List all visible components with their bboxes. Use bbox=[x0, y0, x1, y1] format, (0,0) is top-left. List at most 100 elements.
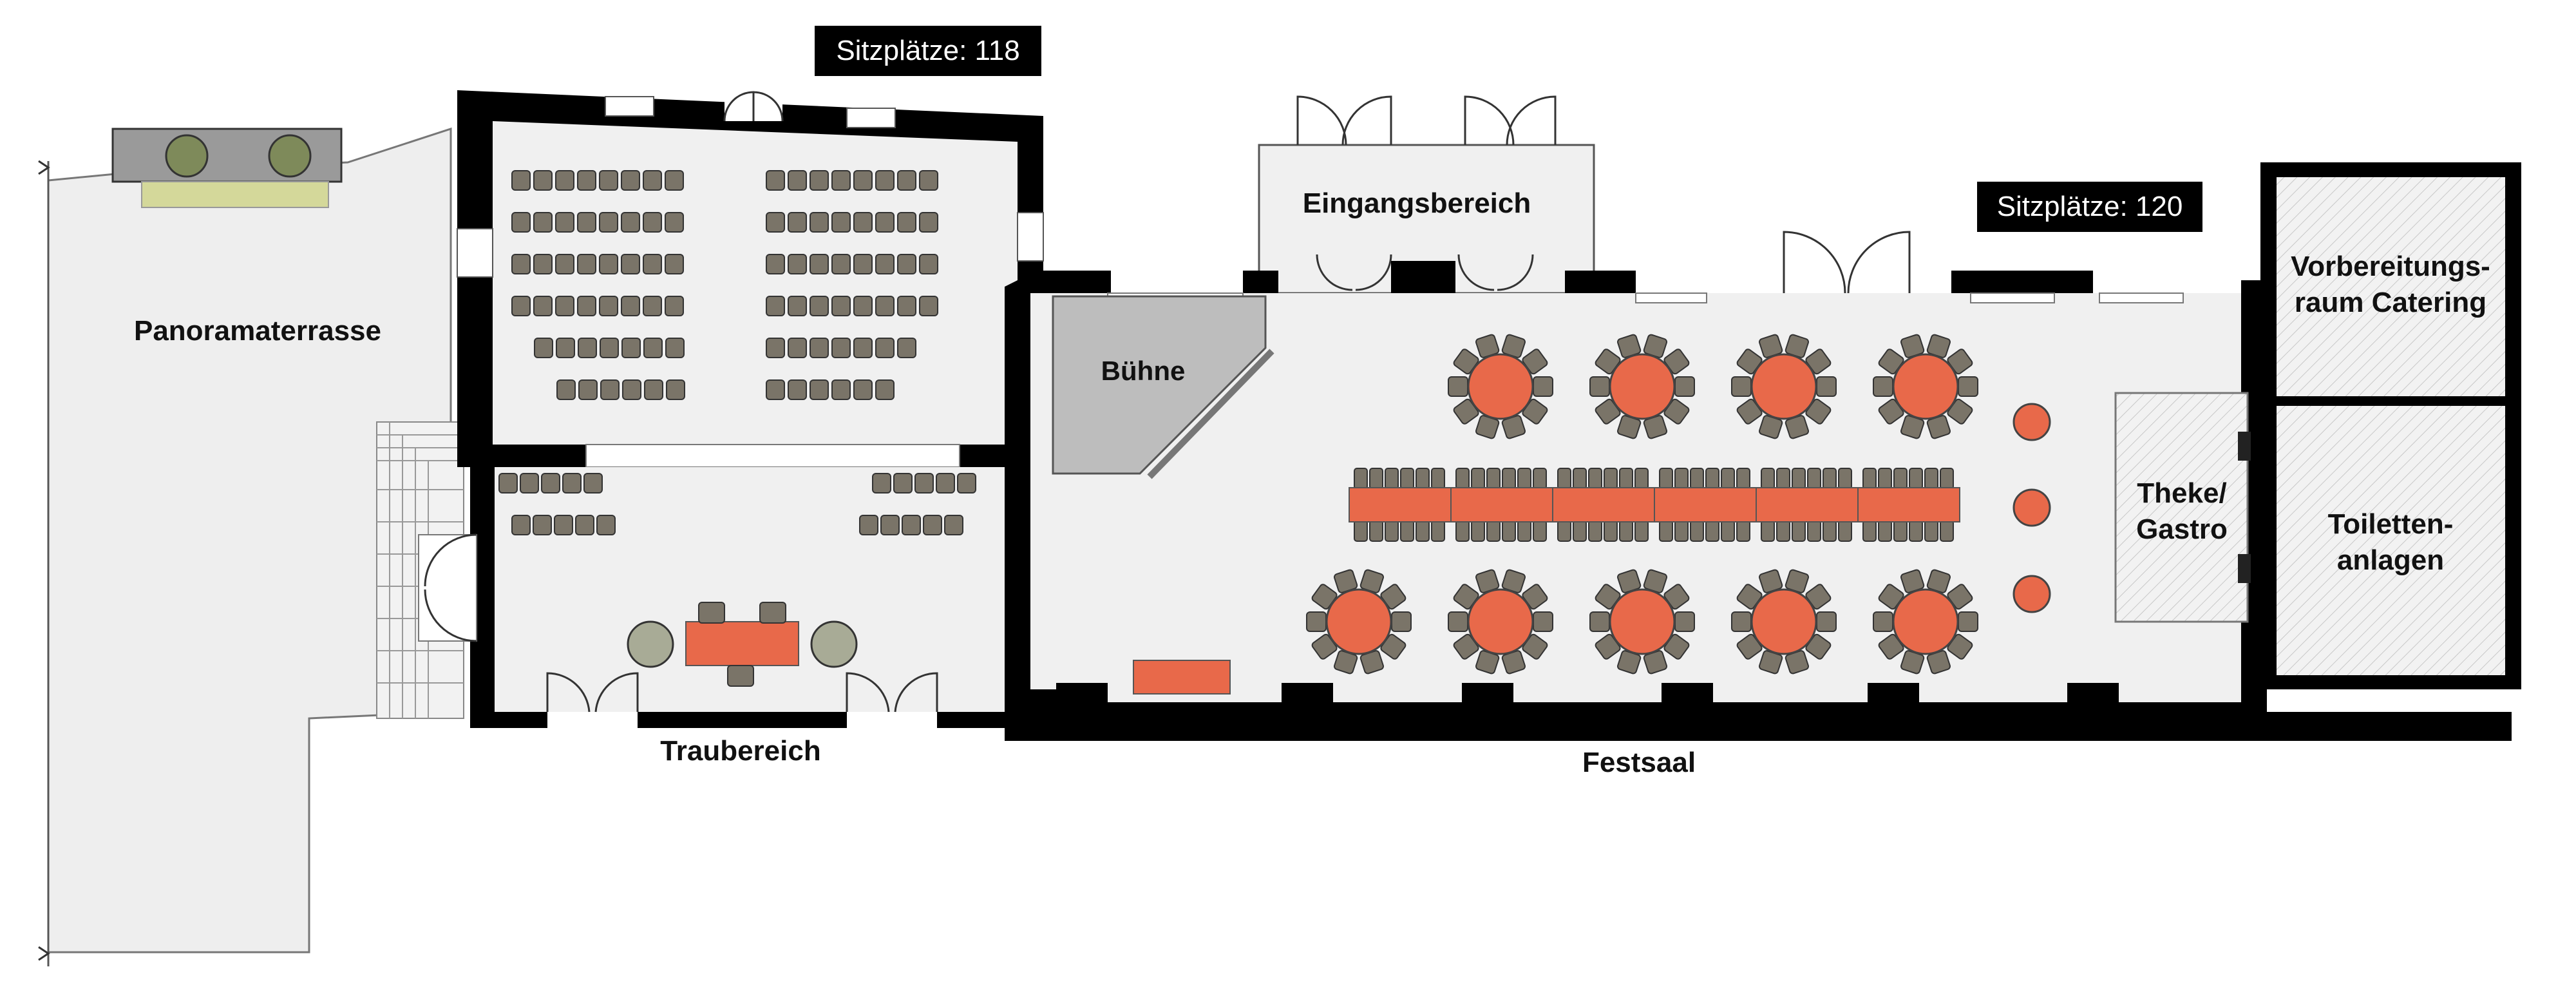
chair bbox=[1674, 611, 1695, 632]
chair bbox=[665, 212, 684, 233]
chair bbox=[1385, 468, 1399, 490]
round-table-with-chairs bbox=[1306, 569, 1412, 675]
chair bbox=[562, 473, 582, 494]
chair bbox=[1604, 520, 1618, 542]
chair bbox=[1736, 520, 1750, 542]
chair bbox=[872, 473, 891, 494]
chair bbox=[643, 254, 662, 274]
chair bbox=[643, 296, 662, 316]
chair bbox=[1573, 468, 1587, 490]
chair bbox=[1909, 520, 1923, 542]
chair bbox=[555, 296, 574, 316]
round-tables bbox=[1306, 334, 1978, 675]
round-table-with-chairs bbox=[1589, 569, 1695, 675]
chair bbox=[1416, 468, 1430, 490]
chair bbox=[533, 170, 553, 191]
chair bbox=[578, 338, 597, 358]
chair bbox=[1690, 468, 1704, 490]
chair bbox=[897, 296, 916, 316]
chair bbox=[577, 254, 596, 274]
chair bbox=[880, 515, 900, 535]
entrance-area bbox=[1258, 95, 1595, 294]
round-table-with-chairs bbox=[1589, 334, 1695, 439]
label-theke-line1: Theke/ bbox=[2137, 477, 2226, 509]
round-table-with-chairs bbox=[1448, 569, 1553, 675]
round-table bbox=[1750, 353, 1817, 420]
chair bbox=[831, 170, 851, 191]
chair bbox=[644, 379, 663, 400]
chair bbox=[1940, 520, 1954, 542]
chair bbox=[1588, 520, 1602, 542]
ceremony-chair-rows bbox=[498, 473, 976, 535]
chair bbox=[1369, 468, 1383, 490]
chair bbox=[1589, 611, 1610, 632]
round-table bbox=[1892, 353, 1959, 420]
chair bbox=[1502, 468, 1516, 490]
chair bbox=[875, 379, 895, 400]
chair bbox=[621, 254, 640, 274]
label-buehne: Bühne bbox=[1101, 356, 1186, 386]
chair bbox=[554, 515, 573, 535]
chair bbox=[555, 212, 574, 233]
chair bbox=[1690, 520, 1704, 542]
chair bbox=[1731, 376, 1752, 397]
chair bbox=[902, 515, 921, 535]
chair bbox=[1674, 520, 1689, 542]
chair bbox=[875, 296, 895, 316]
chair bbox=[897, 338, 916, 358]
chair bbox=[1721, 520, 1735, 542]
chair bbox=[810, 212, 829, 233]
seating-hall bbox=[457, 90, 1044, 468]
chair bbox=[599, 296, 618, 316]
chair bbox=[1721, 468, 1735, 490]
chair bbox=[1807, 520, 1821, 542]
service-block bbox=[2260, 162, 2521, 689]
label-eingangsbereich: Eingangsbereich bbox=[1303, 187, 1531, 219]
chair bbox=[853, 379, 873, 400]
chair bbox=[1448, 611, 1468, 632]
chair bbox=[1557, 468, 1571, 490]
chair bbox=[766, 379, 785, 400]
chair bbox=[766, 212, 785, 233]
chair bbox=[596, 515, 616, 535]
chair bbox=[919, 170, 938, 191]
chair bbox=[1823, 520, 1837, 542]
side-table bbox=[1133, 660, 1231, 695]
chair bbox=[875, 170, 895, 191]
bar-counter bbox=[2114, 392, 2251, 623]
banquet-table-segment bbox=[1857, 487, 1960, 522]
chair bbox=[600, 379, 620, 400]
chair bbox=[788, 296, 807, 316]
chair bbox=[1862, 468, 1877, 490]
round-table bbox=[1609, 353, 1676, 420]
banquet-table-segment bbox=[1349, 487, 1452, 522]
round-table bbox=[1750, 588, 1817, 655]
chair bbox=[621, 212, 640, 233]
chair bbox=[556, 379, 576, 400]
chair bbox=[665, 296, 684, 316]
chair bbox=[1893, 468, 1908, 490]
chair bbox=[575, 515, 594, 535]
chair bbox=[643, 170, 662, 191]
chair bbox=[1385, 520, 1399, 542]
chair bbox=[1807, 468, 1821, 490]
cocktail-table bbox=[2012, 488, 2051, 527]
chair bbox=[520, 473, 539, 494]
chair bbox=[599, 212, 618, 233]
seats-badge-right-text: Sitzplätze: 120 bbox=[1997, 191, 2183, 222]
round-table-with-chairs bbox=[1731, 569, 1837, 675]
chair bbox=[556, 338, 575, 358]
chair bbox=[1619, 468, 1633, 490]
seats-badge-left: Sitzplätze: 118 bbox=[815, 26, 1041, 76]
chair bbox=[1862, 520, 1877, 542]
chair bbox=[1573, 520, 1587, 542]
chair bbox=[621, 170, 640, 191]
round-table bbox=[1892, 588, 1959, 655]
label-toiletten-line2: anlagen bbox=[2337, 544, 2444, 576]
chair bbox=[1431, 468, 1445, 490]
chair bbox=[1517, 468, 1531, 490]
chair bbox=[859, 515, 878, 535]
chair bbox=[1486, 520, 1501, 542]
chair bbox=[831, 296, 851, 316]
seats-badge-right: Sitzplätze: 120 bbox=[1977, 182, 2202, 232]
